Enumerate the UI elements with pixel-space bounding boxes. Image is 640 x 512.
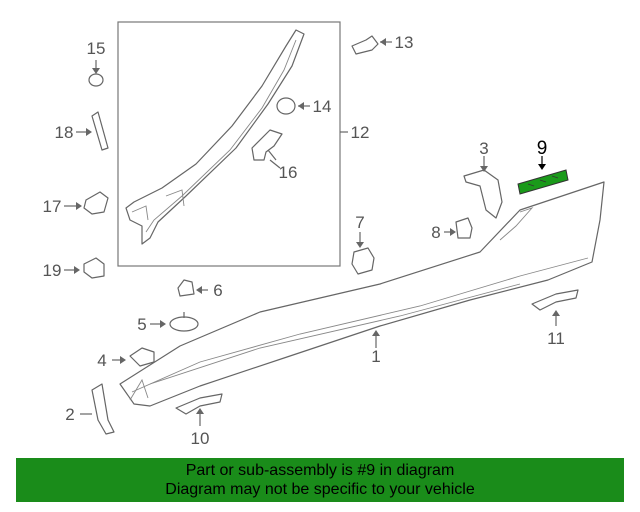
banner-line-2: Diagram may not be specific to your vehi… [165,481,475,498]
callout-18: 18 [55,123,74,142]
clip-8[interactable] [455,217,473,239]
clip-16[interactable] [251,129,283,161]
callout-9: 9 [537,138,548,159]
callout-4: 4 [97,351,106,370]
callout-14: 14 [313,97,332,116]
callout-13: 13 [395,33,414,52]
callout-10: 10 [191,429,210,448]
callout-15: 15 [87,39,106,58]
clip-7[interactable] [351,247,375,275]
clip-17[interactable] [83,191,109,215]
clip-4[interactable] [129,347,155,367]
grommet-6[interactable] [177,279,195,297]
bracket-10[interactable] [175,393,223,415]
fastener-5[interactable] [169,316,199,332]
rocker-panel-1[interactable] [119,181,605,407]
callout-6: 6 [213,281,222,300]
callout-19: 19 [43,261,62,280]
info-banner: Part or sub-assembly is #9 in diagram Di… [16,458,624,502]
callout-16: 16 [279,163,298,182]
bracket-2[interactable] [91,383,115,435]
clip-19[interactable] [83,257,105,279]
banner-line-1: Part or sub-assembly is #9 in diagram [185,462,455,479]
callout-2: 2 [65,405,74,424]
pin-18[interactable] [91,111,109,151]
callout-1: 1 [371,347,380,366]
callout-11: 11 [547,329,565,348]
callout-7: 7 [355,213,364,232]
callout-12: 12 [351,123,370,142]
bracket-11[interactable] [531,289,579,311]
pillar-inset-box [117,21,341,267]
bolt-13[interactable] [351,35,379,55]
cap-14[interactable] [276,97,296,115]
nut-15[interactable] [88,73,104,87]
parts-diagram: 1 2 3 4 5 6 7 8 9 10 11 12 13 14 15 16 1… [43,21,605,448]
callout-8: 8 [431,223,440,242]
pillar-trim-12[interactable] [125,29,305,245]
callout-3: 3 [479,139,488,158]
bracket-3[interactable] [463,169,503,219]
callout-17: 17 [43,197,62,216]
highlight-part-9[interactable] [517,169,569,195]
callout-5: 5 [137,315,146,334]
